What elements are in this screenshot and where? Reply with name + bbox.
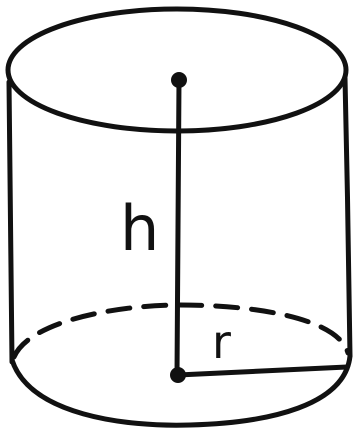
bottom-center-point bbox=[170, 367, 186, 383]
radius-line bbox=[175, 364, 350, 378]
cylinder-right-side bbox=[342, 75, 353, 359]
cylinder-left-side bbox=[6, 79, 15, 365]
height-line bbox=[174, 77, 182, 378]
radius-label: r bbox=[212, 315, 231, 369]
cylinder-bottom-back-dashed-arc bbox=[11, 302, 351, 360]
cylinder-bottom-front-arc bbox=[9, 353, 353, 428]
top-center-point bbox=[171, 72, 187, 88]
height-label: h bbox=[120, 192, 159, 265]
